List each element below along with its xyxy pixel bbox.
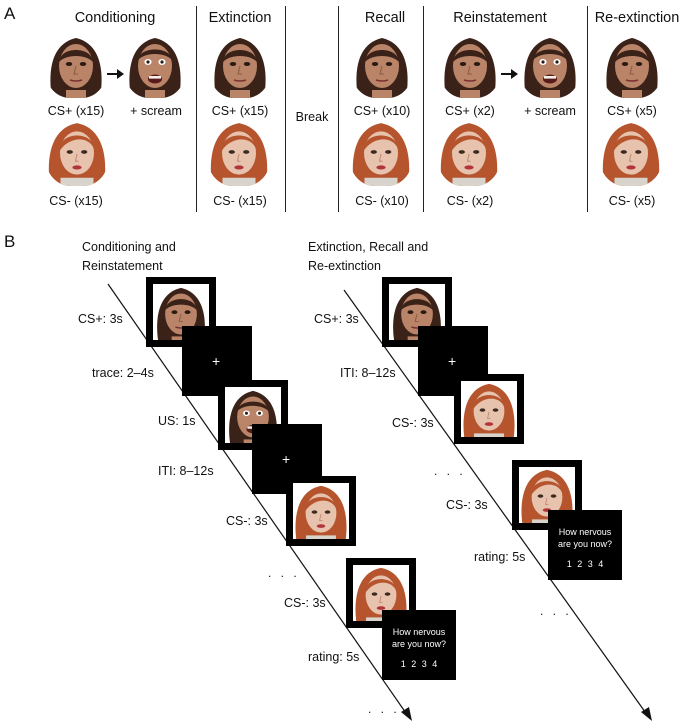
separator-4: [423, 6, 424, 212]
left-frame-rating: How nervous are you now? 1 2 3 4: [382, 610, 456, 680]
left-title-line2: Reinstatement: [82, 259, 163, 273]
right-frame-rating: How nervous are you now? 1 2 3 4: [548, 510, 622, 580]
rating-question-1: How nervous: [392, 627, 446, 637]
separator-1: [196, 6, 197, 212]
caption-rec-csplus: CS+ (x10): [353, 104, 411, 118]
caption-rec-csminus: CS- (x10): [355, 194, 409, 208]
right-label-csminus: CS-: 3s: [392, 416, 434, 430]
left-label-rating: rating: 5s: [308, 650, 360, 664]
fixation-cross: +: [448, 353, 457, 369]
rating-scale: 1 2 3 4: [566, 559, 604, 569]
right-frame-csminus: [454, 374, 524, 444]
left-sequence-title: Conditioning and Reinstatement: [82, 238, 176, 276]
caption-rein-scream: + scream: [524, 104, 576, 118]
caption-cond-csplus: CS+ (x15): [47, 104, 105, 118]
left-label-csplus: CS+: 3s: [78, 312, 123, 326]
panel-a-letter: A: [4, 4, 16, 23]
fixation-cross: +: [212, 353, 221, 369]
rating-question-1: How nervous: [558, 527, 612, 537]
separator-2: [285, 6, 286, 212]
phase-title-conditioning: Conditioning: [74, 10, 156, 26]
left-label-ellipsis: . . .: [268, 566, 300, 580]
left-label-trace: trace: 2–4s: [92, 366, 154, 380]
arrow-icon: [107, 69, 124, 79]
break-label: Break: [295, 110, 329, 124]
phase-title-re-extinction: Re-extinction: [594, 10, 680, 26]
phase-title-reinstatement: Reinstatement: [453, 10, 547, 26]
caption-reext-csplus: CS+ (x5): [607, 104, 657, 118]
left-frame-us: [218, 380, 288, 450]
caption-cond-scream: + scream: [130, 104, 182, 118]
right-sequence-title: Extinction, Recall and Re-extinction: [308, 238, 428, 276]
caption-ext-csminus: CS- (x15): [213, 194, 267, 208]
right-label-csplus: CS+: 3s: [314, 312, 359, 326]
right-label-iti: ITI: 8–12s: [340, 366, 396, 380]
left-timeline-line: [107, 283, 409, 717]
phase-title-extinction: Extinction: [208, 10, 272, 26]
left-label-iti: ITI: 8–12s: [158, 464, 214, 478]
right-label-ellipsis: . . .: [434, 464, 466, 478]
left-title-line1: Conditioning and: [82, 240, 176, 254]
separator-3: [338, 6, 339, 212]
right-label-ellipsis-2: . . .: [540, 604, 572, 618]
rating-question-2: are you now?: [391, 639, 447, 649]
left-timeline-arrowhead: [401, 707, 412, 721]
caption-reext-csminus: CS- (x5): [608, 194, 656, 208]
right-label-rating: rating: 5s: [474, 550, 526, 564]
left-frame-csminus: [286, 476, 356, 546]
caption-cond-csminus: CS- (x15): [49, 194, 103, 208]
left-label-csminus: CS-: 3s: [226, 514, 268, 528]
right-label-csminus-2: CS-: 3s: [446, 498, 488, 512]
caption-rein-csminus: CS- (x2): [446, 194, 494, 208]
caption-rein-csplus: CS+ (x2): [445, 104, 495, 118]
right-title-line1: Extinction, Recall and: [308, 240, 429, 254]
right-timeline-line: [343, 289, 649, 717]
left-label-us: US: 1s: [158, 414, 196, 428]
panel-b-letter: B: [4, 232, 16, 251]
rating-scale: 1 2 3 4: [400, 659, 438, 669]
caption-ext-csplus: CS+ (x15): [211, 104, 269, 118]
right-title-line2: Re-extinction: [308, 259, 381, 273]
rating-question-2: are you now?: [557, 539, 613, 549]
right-timeline-arrowhead: [641, 707, 652, 721]
separator-5: [587, 6, 588, 212]
arrow-icon: [501, 69, 518, 79]
fixation-cross: +: [282, 451, 291, 467]
phase-title-recall: Recall: [364, 10, 406, 26]
left-label-ellipsis-2: . . .: [368, 702, 400, 716]
left-label-csminus-2: CS-: 3s: [284, 596, 326, 610]
